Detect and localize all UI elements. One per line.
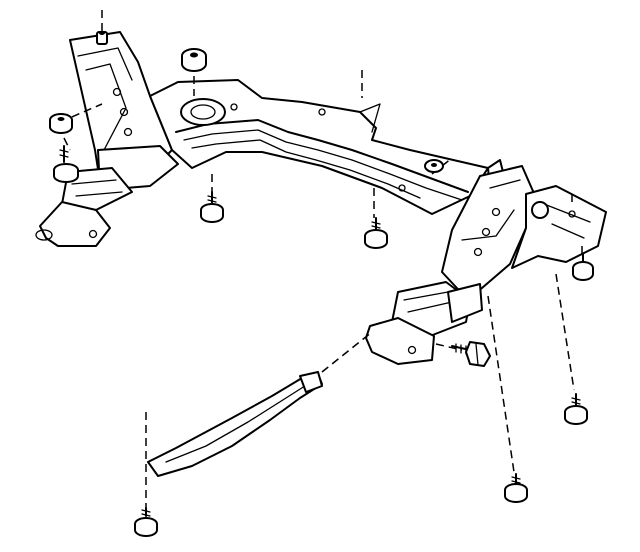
mounting-bolt <box>572 253 594 281</box>
mounting-nut <box>49 113 73 134</box>
left-frame-rail <box>35 31 179 247</box>
mounting-bolt <box>504 473 528 503</box>
insulator-bolt <box>451 341 491 367</box>
mounting-bolt <box>200 191 224 223</box>
mounting-bolt <box>134 507 158 537</box>
mounting-nut <box>424 159 444 173</box>
front-crossmember <box>149 79 505 215</box>
alignment-pin <box>96 31 108 45</box>
mounting-nut <box>181 48 207 72</box>
mounting-bolt <box>53 145 79 183</box>
mounting-bolt <box>364 217 388 249</box>
mounting-bolt <box>564 393 588 425</box>
transmission-support-brace <box>147 371 323 477</box>
